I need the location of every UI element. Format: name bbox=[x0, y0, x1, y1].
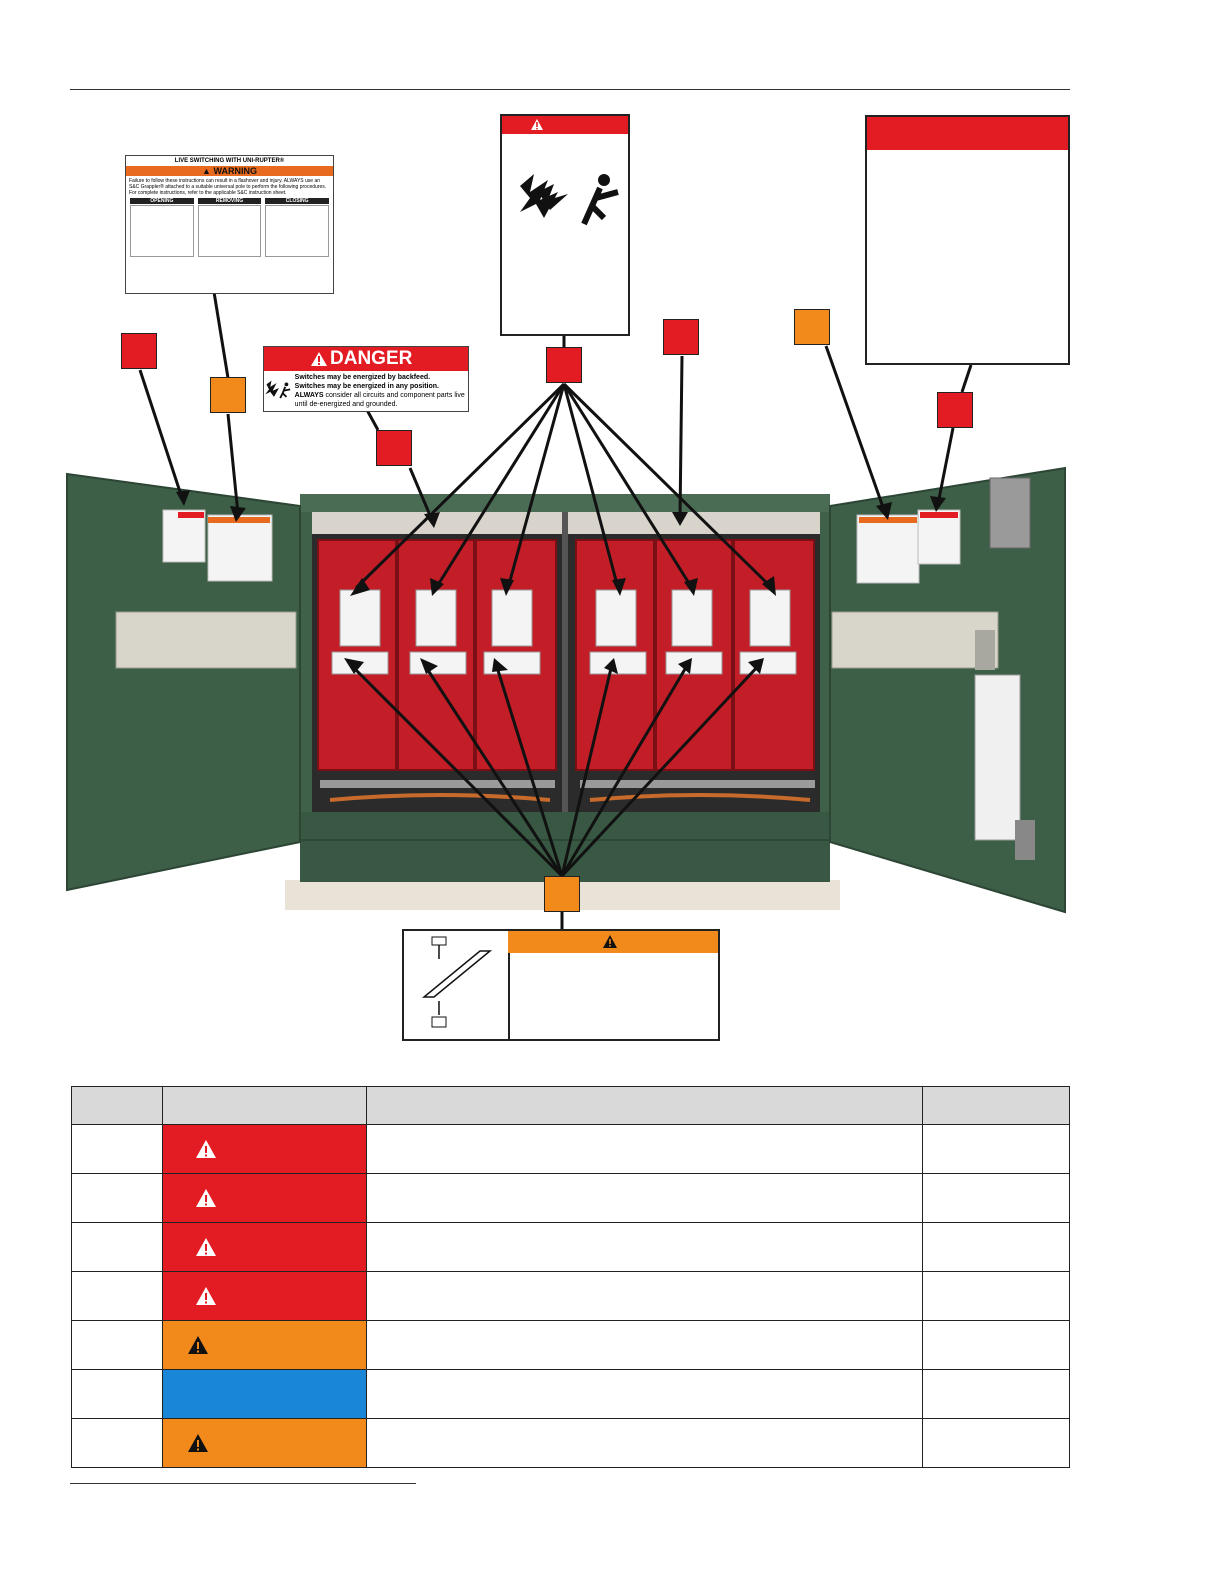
table-row bbox=[71, 1369, 1070, 1419]
table-cell bbox=[922, 1369, 1070, 1419]
table-row bbox=[71, 1271, 1070, 1321]
danger-line-1: Switches may be energized by backfeed. bbox=[294, 374, 431, 381]
danger-label-text: Switches may be energized by backfeed. S… bbox=[293, 371, 468, 411]
table-cell bbox=[922, 1320, 1070, 1370]
table-row bbox=[71, 1124, 1070, 1174]
header-rule bbox=[70, 89, 1070, 90]
table-cell bbox=[922, 1271, 1070, 1321]
danger-line-2: Switches may be energized in any positio… bbox=[294, 383, 439, 390]
warning-triangle-icon bbox=[603, 935, 617, 948]
table-row bbox=[71, 1222, 1070, 1272]
footer-rule bbox=[70, 1483, 416, 1484]
table-cell bbox=[366, 1124, 923, 1174]
table-cell bbox=[71, 1124, 163, 1174]
table-cell bbox=[71, 1418, 163, 1468]
electric-shock-icon bbox=[520, 174, 619, 226]
removing-illustration bbox=[197, 205, 262, 257]
table-cell bbox=[366, 1222, 923, 1272]
danger-signal-cell bbox=[162, 1124, 367, 1174]
table-header-cell bbox=[366, 1086, 923, 1125]
fuse-label-header bbox=[508, 931, 718, 953]
warning-label-text: Failure to follow these instructions can… bbox=[129, 178, 327, 196]
switchgear-photo bbox=[66, 291, 1066, 930]
warning-triangle-icon bbox=[196, 1287, 216, 1305]
table-cell bbox=[366, 1418, 923, 1468]
col-removing: REMOVING bbox=[197, 198, 262, 204]
danger-line-3-bold: ALWAYS bbox=[294, 392, 324, 399]
electric-shock-icon bbox=[265, 380, 291, 399]
shock-label-header bbox=[502, 116, 628, 134]
danger-signal-cell bbox=[162, 1271, 367, 1321]
warning-triangle-icon bbox=[196, 1140, 216, 1158]
table-cell bbox=[922, 1173, 1070, 1223]
col-opening: OPENING bbox=[130, 198, 194, 204]
fuse-icon bbox=[421, 936, 493, 1028]
danger-signal-cell bbox=[162, 1222, 367, 1272]
fuse-illustration-panel bbox=[404, 931, 510, 1039]
table-cell bbox=[366, 1271, 923, 1321]
table-header-row bbox=[71, 1086, 1070, 1125]
table-cell bbox=[922, 1418, 1070, 1468]
danger-signal-word: DANGER bbox=[330, 348, 413, 369]
table-cell bbox=[71, 1271, 163, 1321]
callout-marker-orange-1 bbox=[210, 377, 246, 413]
warning-signal-cell bbox=[162, 1418, 367, 1468]
table-header-cell bbox=[71, 1086, 163, 1125]
warning-triangle-icon bbox=[531, 119, 543, 130]
danger-label-header: DANGER bbox=[264, 347, 468, 371]
callout-marker-orange-3 bbox=[544, 876, 580, 912]
danger-line-3-text: consider all circuits and component part… bbox=[294, 392, 465, 408]
table-cell bbox=[922, 1124, 1070, 1174]
callout-marker-red-2 bbox=[376, 430, 412, 466]
table-cell bbox=[922, 1222, 1070, 1272]
table-row bbox=[71, 1320, 1070, 1370]
callout-marker-orange-2 bbox=[794, 309, 830, 345]
table-row bbox=[71, 1173, 1070, 1223]
warning-signal-cell bbox=[162, 1320, 367, 1370]
table-header-cell bbox=[162, 1086, 367, 1125]
fuse-warning-label bbox=[402, 929, 720, 1041]
callout-marker-red-5 bbox=[937, 392, 973, 428]
table-cell bbox=[71, 1369, 163, 1419]
warning-triangle-icon bbox=[196, 1189, 216, 1207]
live-switching-warning-label: LIVE SWITCHING WITH UNI-RUPTER® ▲ WARNIN… bbox=[125, 155, 334, 294]
danger-signal-cell bbox=[162, 1173, 367, 1223]
table-header-cell bbox=[922, 1086, 1070, 1125]
warning-triangle-icon bbox=[188, 1434, 208, 1452]
shock-hazard-label bbox=[500, 114, 630, 336]
table-cell bbox=[71, 1222, 163, 1272]
backfeed-danger-label: DANGER Switches may be energized by back… bbox=[263, 346, 469, 412]
warning-label-title: LIVE SWITCHING WITH UNI-RUPTER® bbox=[174, 158, 285, 164]
warning-signal-word: WARNING bbox=[213, 166, 257, 176]
right-label-header bbox=[867, 117, 1068, 150]
table-cell bbox=[366, 1369, 923, 1419]
callout-marker-red-3 bbox=[546, 347, 582, 383]
table-cell bbox=[366, 1173, 923, 1223]
warning-triangle-icon bbox=[311, 352, 327, 366]
notice-signal-cell bbox=[162, 1369, 367, 1419]
right-door-danger-label bbox=[865, 115, 1070, 365]
danger-line-3: ALWAYS consider all circuits and compone… bbox=[295, 391, 466, 409]
table-cell bbox=[366, 1320, 923, 1370]
opening-illustration bbox=[130, 205, 194, 257]
table-row bbox=[71, 1418, 1070, 1468]
callout-marker-red-1 bbox=[121, 333, 157, 369]
warning-label-signal: ▲ WARNING bbox=[126, 166, 333, 176]
warning-triangle-icon bbox=[196, 1238, 216, 1256]
table-cell bbox=[71, 1320, 163, 1370]
label-reference-table bbox=[71, 1086, 1070, 1468]
closing-illustration bbox=[265, 205, 330, 257]
callout-marker-red-4 bbox=[663, 319, 699, 355]
warning-triangle-icon bbox=[188, 1336, 208, 1354]
col-closing: CLOSING bbox=[265, 198, 330, 204]
table-cell bbox=[71, 1173, 163, 1223]
